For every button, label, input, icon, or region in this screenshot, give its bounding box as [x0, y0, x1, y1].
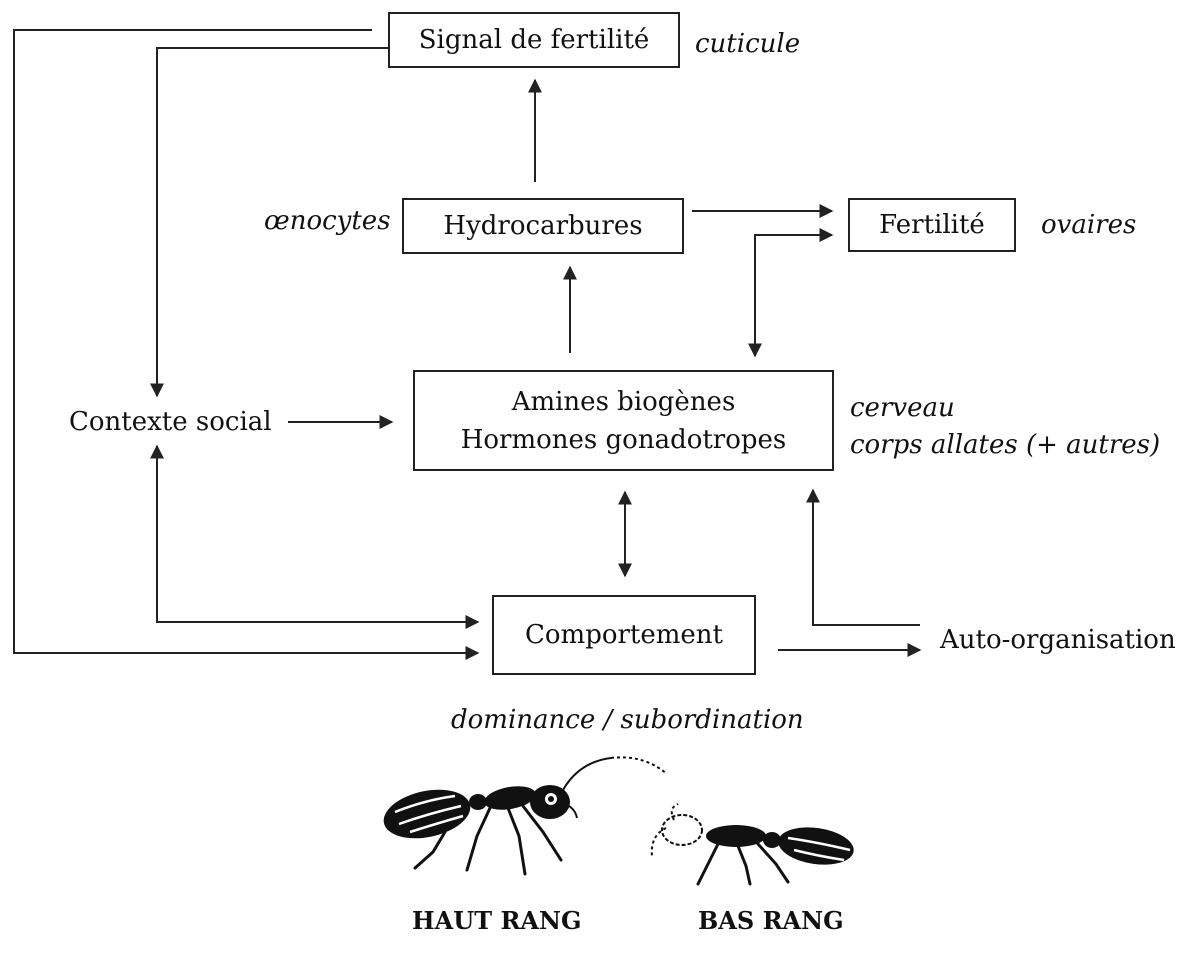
arrow-signal-to-contexte	[150, 47, 388, 398]
node-signal-fertilite: Signal de fertilité	[388, 12, 680, 68]
node-comportement: Comportement	[492, 595, 756, 675]
node-amines-label: Amines biogènes	[511, 386, 736, 417]
node-hydrocarbures-label: Hydrocarbures	[443, 211, 643, 241]
node-hydrocarbures: Hydrocarbures	[402, 198, 684, 254]
low-rank-ant-illustration	[650, 803, 854, 886]
node-signal-label: Signal de fertilité	[418, 25, 650, 55]
node-comportement-label: Comportement	[525, 620, 723, 650]
node-fertilite-label: Fertilité	[879, 210, 985, 240]
node-auto-organisation: Auto-organisation	[940, 625, 1176, 655]
annotation-oenocytes: œnocytes	[264, 206, 391, 236]
arrow-signal-to-comportement	[13, 29, 480, 660]
arrow-fertilite-amines	[748, 228, 834, 358]
node-amines-hormones: Amines biogènes Hormones gonadotropes	[413, 370, 834, 471]
annotation-ovaires: ovaires	[1041, 210, 1137, 240]
high-rank-ant-illustration	[383, 756, 668, 876]
arrow-auto-to-amines	[806, 488, 920, 626]
node-contexte-social: Contexte social	[69, 407, 272, 437]
node-fertilite: Fertilité	[848, 198, 1016, 252]
annotation-cerveau: cerveau	[850, 393, 955, 423]
annotation-dominance: dominance / subordination	[451, 705, 804, 735]
label-haut-rang: HAUT RANG	[412, 906, 582, 935]
arrow-contexte-comportement	[150, 444, 480, 629]
label-bas-rang: BAS RANG	[698, 906, 844, 935]
annotation-corps-allates: corps allates (+ autres)	[850, 430, 1161, 460]
annotation-cuticule: cuticule	[695, 29, 801, 59]
node-hormones-label: Hormones gonadotropes	[460, 424, 787, 455]
